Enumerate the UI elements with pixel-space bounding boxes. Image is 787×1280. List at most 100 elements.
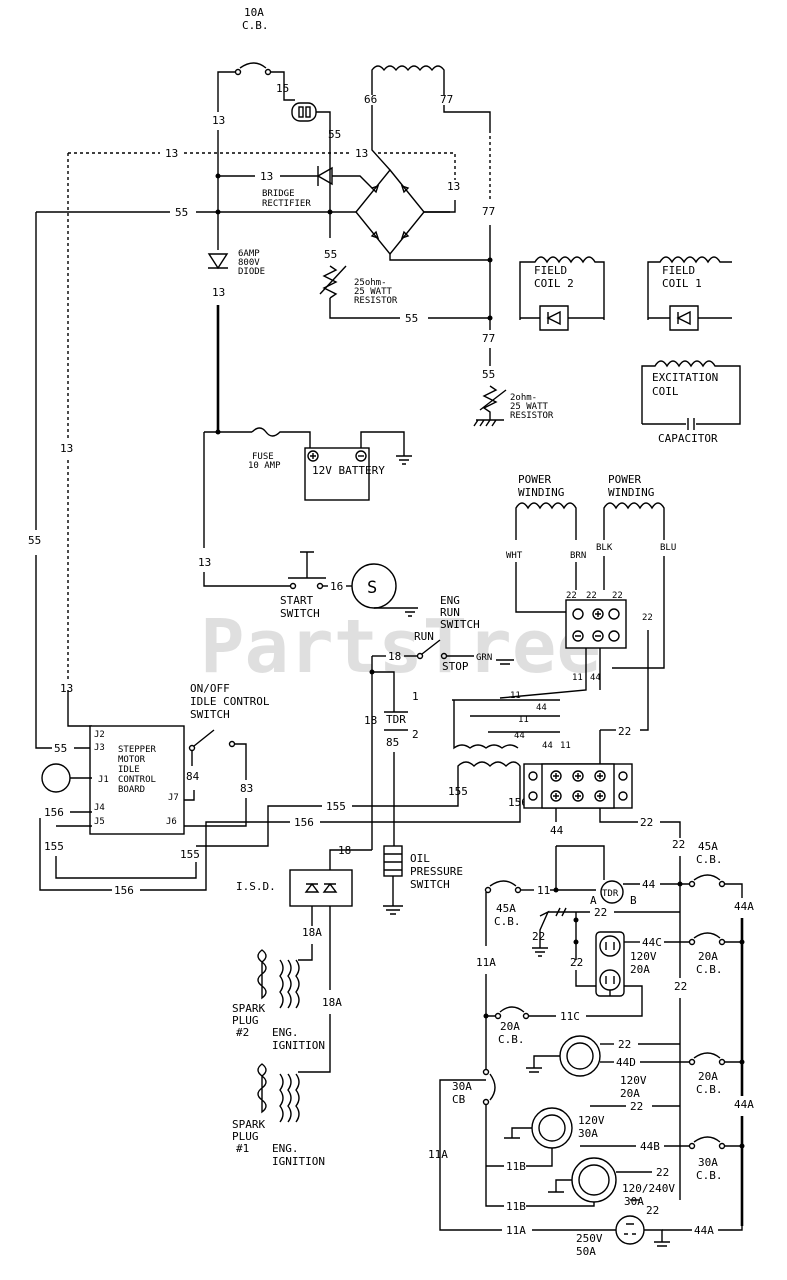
wire-156-tx: 156 [508, 796, 528, 809]
cb-45a-left-label2: C.B. [494, 915, 521, 928]
field-coil-1-label: FIELD [662, 264, 695, 277]
resistor-25ohm-label: 25ohm- [354, 278, 387, 288]
board-pin-j4: J4 [94, 803, 105, 813]
wire-22-o20: 22 [618, 1038, 631, 1051]
bridge-rectifier-label: BRIDGE [262, 189, 295, 199]
eng-ignition-1-label: ENG. [272, 1026, 299, 1039]
fuse-icon [251, 427, 311, 448]
duplex-outlet-label2: 20A [630, 963, 650, 976]
resistor-2ohm-label3: RESISTOR [510, 411, 554, 421]
oil-switch-label3: SWITCH [410, 878, 450, 891]
onoff-switch-icon [188, 729, 236, 752]
start-switch-icon [288, 551, 326, 590]
wire-22-tb-c: 22 [612, 591, 623, 601]
outlet-120v-20a-icon [526, 1035, 601, 1077]
wire-11b-upper: 11B [506, 1160, 526, 1173]
wire-156-left: 156 [44, 806, 64, 819]
wire-blu-label: BLU [660, 543, 676, 553]
cb-45a-right-label: 45A [698, 840, 718, 853]
tdr-relay-label: TDR [602, 889, 619, 899]
outlet-120-240v-icon [548, 1157, 617, 1203]
tdr-pin-1: 1 [412, 690, 419, 703]
cb-20a-upper-label2: C.B. [696, 963, 723, 976]
board-label-1: STEPPER [118, 745, 157, 755]
excitation-coil [641, 360, 741, 430]
resistor-2ohm-icon [473, 385, 507, 427]
wire-22-ground: 22 [594, 906, 607, 919]
ignition-coil-2-icon [257, 949, 300, 1009]
cb-20a-lower-label2: C.B. [696, 1083, 723, 1096]
wire-155-top: 155 [326, 800, 346, 813]
wire-13-left-low: 13 [60, 682, 73, 695]
wire-44a-bottom: 44A [694, 1224, 714, 1237]
wire-18-oil: 18 [338, 844, 351, 857]
wire-44-lb2: 44 [550, 824, 564, 837]
tdr-relay-icon [600, 880, 624, 904]
eng-ignition-1-label2: IGNITION [272, 1039, 325, 1052]
terminal-block-lower [523, 763, 633, 809]
cb-45a-right-label2: C.B. [696, 853, 723, 866]
fuse-label: FUSE [252, 452, 274, 462]
board-pin-j5: J5 [94, 817, 105, 827]
eng-run-switch-label: ENG [440, 594, 460, 607]
outlet-120v-30a-icon [504, 1107, 573, 1149]
wire-22-o250: 22 [646, 1204, 659, 1217]
tdr-pin-a: A [590, 894, 597, 907]
duplex-outlet-label: 120V [630, 950, 657, 963]
outlet-250v-50a-icon [615, 1215, 670, 1247]
spark-plug-2-label3: #2 [236, 1026, 249, 1039]
diode-6a-label3: DIODE [238, 267, 265, 277]
wire-44b-label: 44B [640, 1140, 660, 1153]
wire-22-lb2: 22 [640, 816, 653, 829]
resistor-25ohm-label3: RESISTOR [354, 296, 398, 306]
wire-156-mid: 156 [294, 816, 314, 829]
ignition-coil-1-icon [257, 1063, 300, 1123]
cb-30a-left-icon [482, 1068, 496, 1106]
starter-motor-label: S [367, 578, 377, 598]
oil-switch-label2: PRESSURE [410, 865, 463, 878]
wire-18-tdr: 18 [364, 714, 377, 727]
wire-18-eng: 18 [388, 650, 401, 663]
cb-20a-left-label2: C.B. [498, 1033, 525, 1046]
fuse-label2: 10 AMP [248, 461, 281, 471]
diode-6a-icon [207, 253, 229, 270]
wire-22-gnd2: 22 [532, 930, 545, 943]
battery-label: 12V BATTERY [312, 464, 385, 477]
power-winding-left-label2: WINDING [518, 486, 564, 499]
wire-44a-top: 44A [734, 900, 754, 913]
cb-10a-label: 10A [244, 6, 264, 19]
wire-44-tb: 44 [590, 673, 601, 683]
wire-22-rv: 22 [674, 980, 687, 993]
power-winding-right-icon [603, 502, 665, 540]
spark-plug-2-label2: PLUG [232, 1014, 259, 1027]
wire-16-label: 16 [330, 580, 343, 593]
wire-13-bridge: 13 [447, 180, 460, 193]
wire-11-lb: 11 [560, 741, 571, 751]
ground-chassis-icon [532, 907, 567, 957]
isd-module [289, 869, 353, 907]
outlet-120v-20a-label2: 20A [620, 1087, 640, 1100]
eng-run-switch-label3: SWITCH [440, 618, 480, 631]
cb-20a-upper-icon [688, 932, 726, 946]
cb-20a-left-icon [494, 1006, 530, 1020]
stator-coil-icon [371, 65, 445, 95]
wire-22-upper: 22 [618, 725, 631, 738]
resistor-25ohm-icon [319, 265, 347, 299]
capacitor-label: CAPACITOR [658, 432, 718, 445]
connector-plug-icon [291, 102, 331, 130]
bridge-rectifier-label2: RECTIFIER [262, 199, 311, 209]
wire-brn-label: BRN [570, 551, 586, 561]
resistor-25ohm-label2: 25 WATT [354, 287, 393, 297]
diode-6a-label2: 800V [238, 258, 260, 268]
outlet-120v-20a-label: 120V [620, 1074, 647, 1087]
cb-30a-right-label2: C.B. [696, 1169, 723, 1182]
spark-plug-1-label3: #1 [236, 1142, 249, 1155]
power-winding-left-label: POWER [518, 473, 551, 486]
cb-45a-left-icon [484, 880, 522, 894]
watermark: PartsTree [200, 604, 601, 690]
wire-85-label: 85 [386, 736, 399, 749]
wire-11b-lower: 11B [506, 1200, 526, 1213]
board-label-2: MOTOR [118, 755, 146, 765]
onoff-switch-label2: IDLE CONTROL [190, 695, 270, 708]
wire-13-start: 13 [198, 556, 211, 569]
